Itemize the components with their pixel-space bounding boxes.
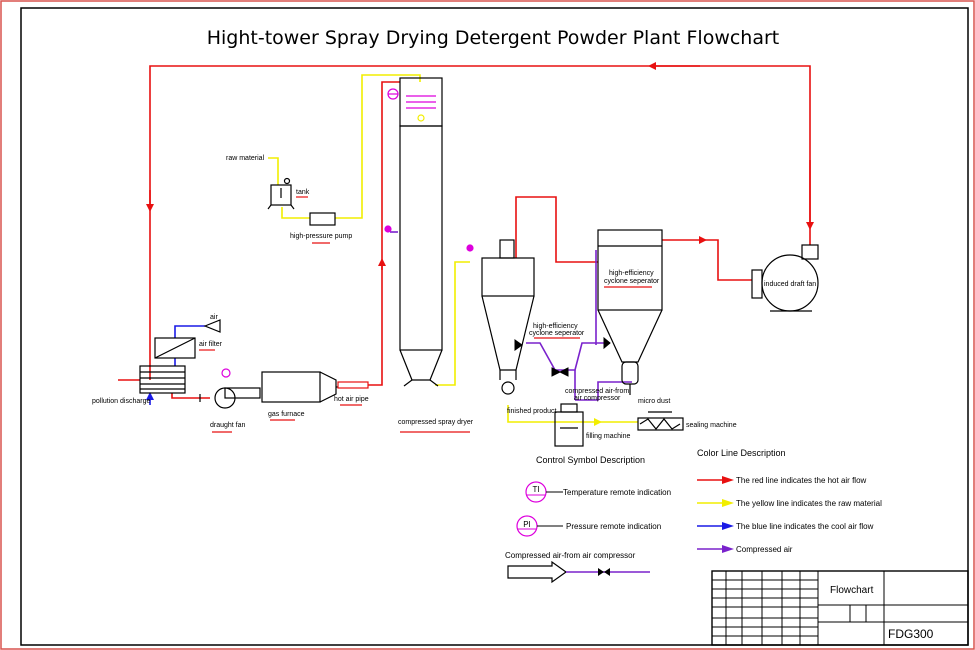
gas-furnace — [261, 371, 321, 403]
hot-air-pipe — [337, 381, 369, 389]
label-pump: high-pressure pump — [290, 233, 352, 240]
compressed-air-lines — [390, 231, 632, 401]
label-induced-fan: induced draft fan — [764, 281, 816, 288]
control-symbol-section: Control Symbol Description TI Temperatur… — [505, 455, 671, 584]
valves — [514, 336, 611, 377]
label-micro-dust: micro dust — [638, 398, 670, 405]
hot-air-lines — [118, 62, 814, 399]
compressed-air-label: Compressed air-from air compressor — [505, 551, 636, 560]
label-compressed-line2: air compressor — [574, 395, 621, 402]
cool-air-lines — [146, 325, 205, 405]
ti-label: Temperature remote indication — [563, 488, 671, 497]
spray-dryer-tower — [399, 125, 443, 351]
label-hot-air-pipe: hot air pipe — [334, 396, 369, 403]
label-raw-material: raw material — [226, 155, 265, 162]
titleblock-code: FDG300 — [888, 627, 934, 641]
legend-arrow-icon-2 — [722, 522, 734, 530]
legend-item-label-0: The red line indicates the hot air flow — [736, 476, 867, 485]
raw-material-lines — [268, 74, 638, 426]
legend-title: Color Line Description — [697, 448, 786, 458]
label-filling: filling machine — [586, 433, 630, 440]
label-spray-dryer: compressed spray dryer — [398, 419, 474, 426]
cyclone-2-body — [597, 229, 663, 311]
filling-machine — [554, 411, 584, 447]
label-air: air — [210, 314, 218, 321]
sealing-machine — [637, 417, 684, 431]
title-block — [711, 570, 969, 646]
inner-frame — [20, 7, 969, 646]
label-sealing: sealing machine — [686, 422, 737, 429]
instruments — [221, 88, 474, 378]
legend-arrow-icon-3 — [722, 545, 734, 553]
equipment-labels: raw material tank high-pressure pump air… — [92, 155, 816, 440]
diagram-title: Hight-tower Spray Drying Detergent Powde… — [207, 27, 780, 49]
equipment — [139, 77, 819, 447]
pi-symbol-text: PI — [523, 520, 531, 529]
label-cyclone-1-line1: high-efficiency — [533, 323, 578, 330]
label-draught-fan: draught fan — [210, 422, 246, 429]
label-cyclone-2-line2: cyclone seperator — [604, 278, 660, 285]
label-air-filter: air filter — [199, 341, 223, 348]
legend: Color Line Description The red line indi… — [697, 448, 882, 554]
compressed-air-arrow-icon — [507, 560, 568, 584]
legend-arrow-icon-0 — [722, 476, 734, 484]
label-compressed-line1: compressed air-from — [565, 388, 629, 395]
tank — [270, 184, 292, 206]
high-pressure-pump — [309, 212, 336, 226]
label-cyclone-1-line2: cyclone seperator — [529, 330, 585, 337]
pi-label: Pressure remote indication — [566, 522, 661, 531]
heat-exchanger — [139, 365, 186, 394]
legend-arrow-icon-1 — [722, 499, 734, 507]
legend-item-label-3: Compressed air — [736, 545, 793, 554]
legend-item-label-1: The yellow line indicates the raw materi… — [736, 499, 882, 508]
ti-symbol-text: TI — [532, 485, 539, 494]
label-underlines — [199, 196, 652, 433]
label-finished: finished product — [507, 408, 556, 415]
label-tank: tank — [296, 189, 310, 196]
titleblock-name: Flowchart — [830, 585, 874, 596]
legend-item-label-2: The blue line indicates the cool air flo… — [736, 522, 874, 531]
label-gas-furnace: gas furnace — [268, 411, 305, 418]
label-pollution: pollution discharge — [92, 398, 150, 405]
cyclone-1-body — [481, 257, 535, 297]
control-title: Control Symbol Description — [536, 455, 645, 465]
label-cyclone-2-line1: high-efficiency — [609, 270, 654, 277]
air-filter — [154, 337, 196, 359]
